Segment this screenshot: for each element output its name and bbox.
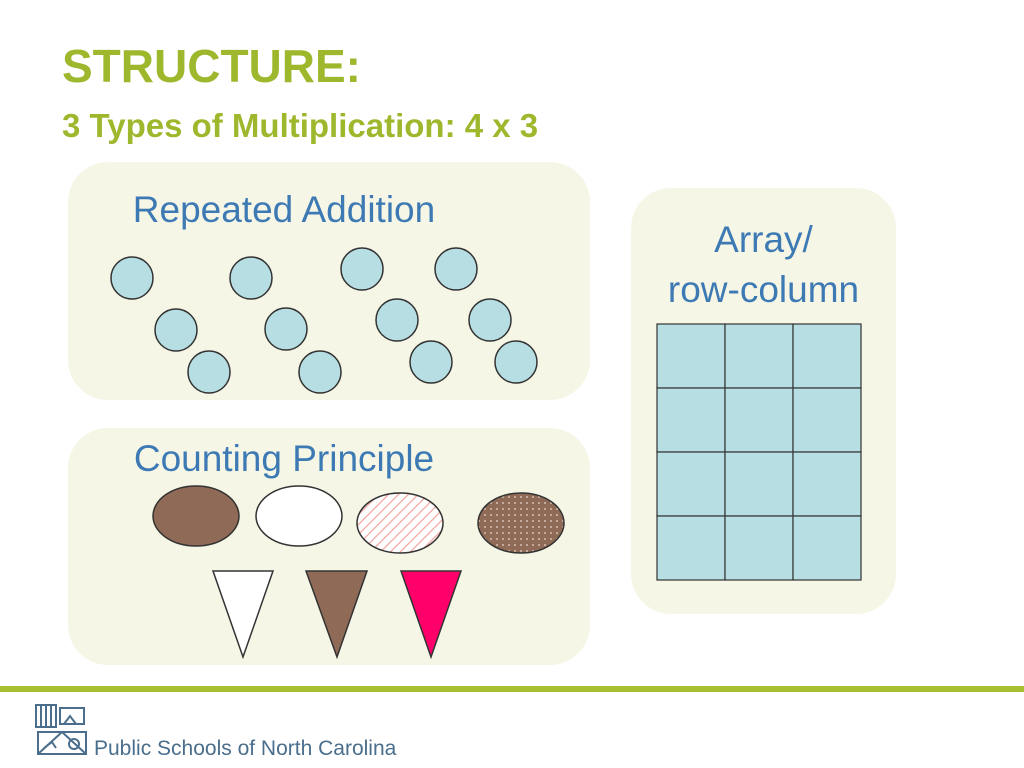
array-cell — [656, 323, 726, 389]
nc-logo-icon — [35, 704, 87, 755]
circle-shape — [409, 340, 453, 384]
repeated-addition-circles — [110, 247, 538, 394]
array-panel: Array/ row-column — [631, 188, 896, 614]
array-grid — [656, 323, 862, 581]
circle-shape — [468, 298, 512, 342]
counting-principle-shapes — [152, 485, 565, 660]
oval-dotted — [477, 492, 565, 554]
circle-shape — [154, 308, 198, 352]
oval-brown — [152, 485, 240, 547]
array-cell — [656, 387, 726, 453]
array-cell — [792, 515, 862, 581]
cone-pink — [399, 570, 463, 660]
array-cell — [724, 451, 794, 517]
circle-shape — [229, 256, 273, 300]
circle-shape — [110, 256, 154, 300]
cone-white — [211, 570, 275, 660]
circle-shape — [434, 247, 478, 291]
array-cell — [792, 451, 862, 517]
array-cell — [724, 515, 794, 581]
circle-shape — [187, 350, 231, 394]
array-title-line2: row-column — [667, 269, 860, 310]
circle-shape — [298, 350, 342, 394]
array-cell — [656, 515, 726, 581]
circle-shape — [494, 340, 538, 384]
array-cell — [724, 387, 794, 453]
repeated-addition-title: Repeated Addition — [132, 189, 436, 230]
oval-striped — [356, 492, 444, 554]
array-cell — [792, 387, 862, 453]
array-cell — [656, 451, 726, 517]
slide-title: STRUCTURE: — [62, 40, 361, 92]
circle-shape — [375, 298, 419, 342]
circle-shape — [264, 307, 308, 351]
slide-subtitle: 3 Types of Multiplication: 4 x 3 — [62, 107, 539, 144]
cone-brown — [304, 570, 369, 660]
array-title: Array/ row-column — [631, 215, 896, 315]
oval-white — [255, 485, 343, 547]
circle-shape — [340, 247, 384, 291]
array-title-line1: Array/ — [714, 219, 813, 260]
counting-principle-title: Counting Principle — [133, 438, 435, 479]
footer-rule — [0, 686, 1024, 692]
array-cell — [724, 323, 794, 389]
counting-principle-panel: Counting Principle — [68, 428, 590, 665]
repeated-addition-panel: Repeated Addition — [68, 162, 590, 400]
array-cell — [792, 323, 862, 389]
footer-organization-text: Public Schools of North Carolina — [94, 737, 397, 760]
